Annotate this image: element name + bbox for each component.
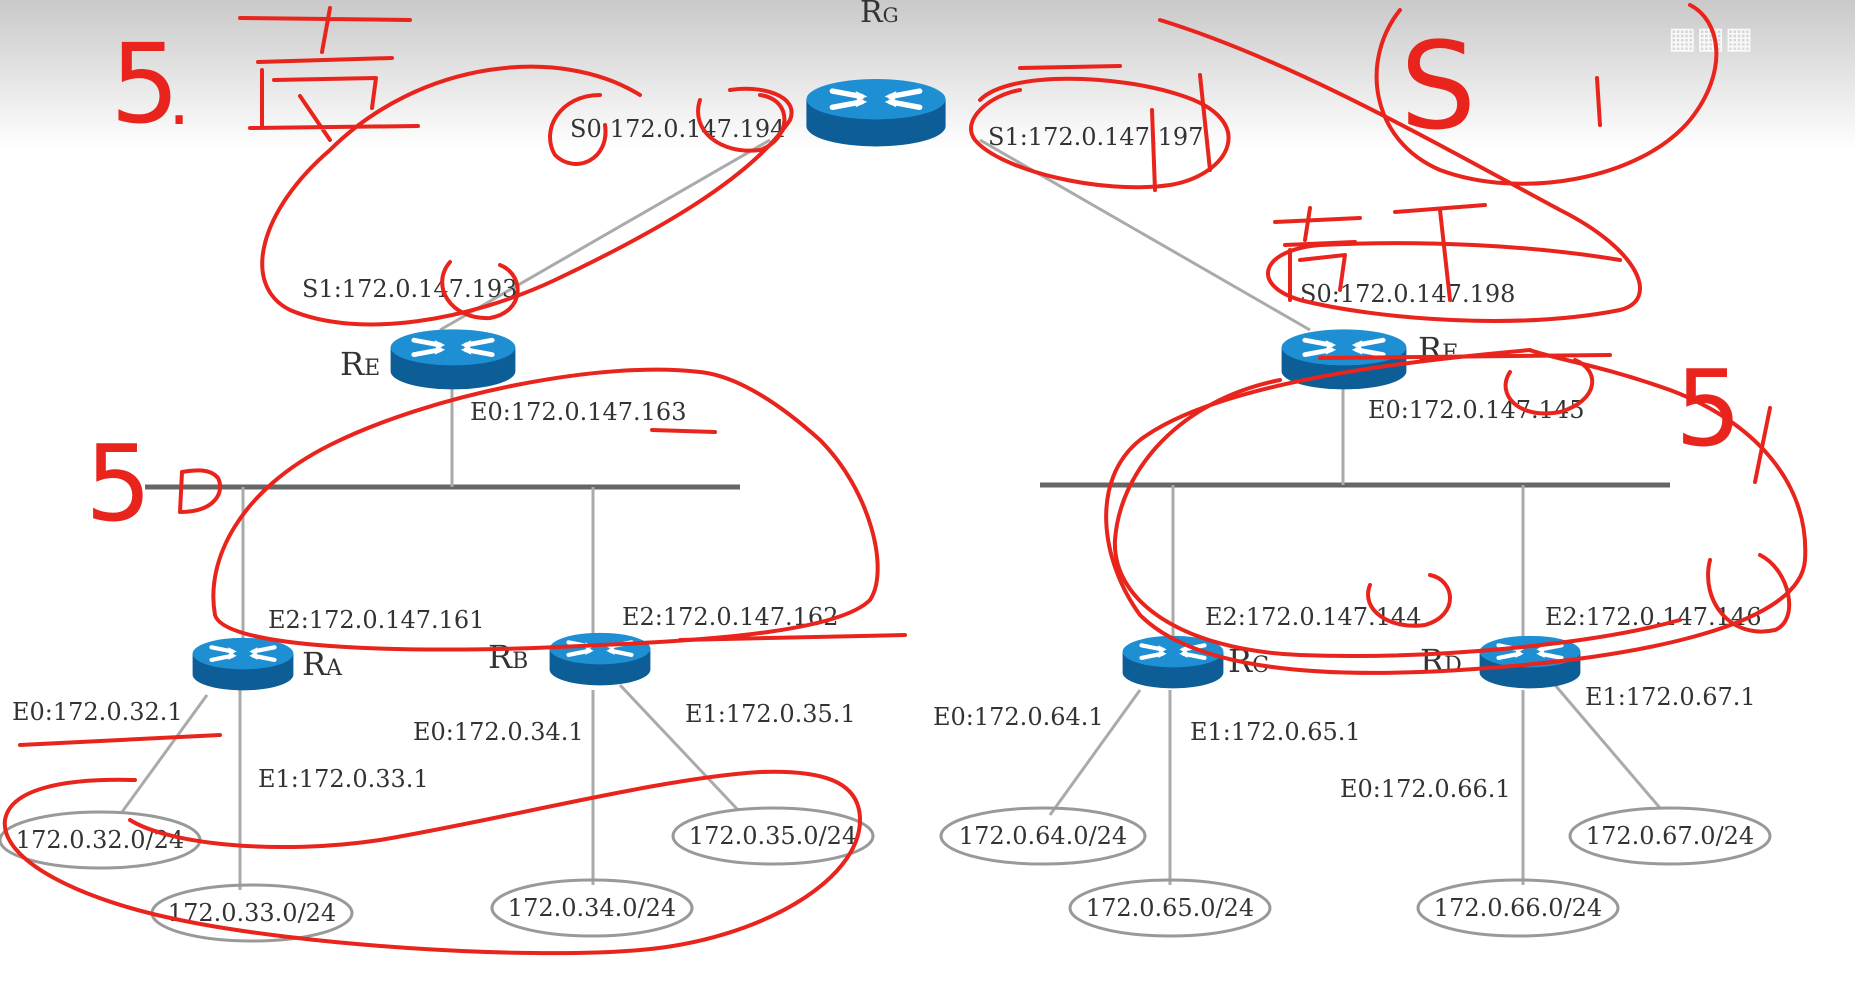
annotation-digit-5-top: 5 <box>110 20 180 148</box>
annotation-loop-bottom-left <box>2 769 862 956</box>
annotation-loop-rf-s0 <box>1158 18 1642 323</box>
router-rc[interactable] <box>1123 636 1224 689</box>
annotation-loop-right-wan <box>969 76 1231 190</box>
drop-lines <box>120 388 1662 890</box>
net-32: 172.0.32.0/24 <box>0 810 202 870</box>
net-34: 172.0.34.0/24 <box>490 878 694 938</box>
annotation-circle-s0 <box>548 93 608 166</box>
interface-labels: S0:172.0.147.194 S1:172.0.147.197 S1:172… <box>12 115 1761 803</box>
label-rg: RG <box>860 0 899 30</box>
annotation-line-lan-left <box>678 633 907 642</box>
annotation-underline-e0 <box>18 733 222 747</box>
lan-buses <box>145 482 1670 490</box>
link-rc-n64 <box>1048 689 1142 816</box>
annotation-char-right <box>1273 203 1487 302</box>
svg-text:172.0.64.0/24: 172.0.64.0/24 <box>959 822 1127 850</box>
link-rg-re <box>439 138 771 332</box>
annotation-digit-5-mid: 5 <box>85 423 152 545</box>
annotation-circle-193 <box>440 260 520 321</box>
svg-text:172.0.32.0/24: 172.0.32.0/24 <box>16 826 184 854</box>
net-66: 172.0.66.0/24 <box>1416 878 1620 938</box>
annotation-loop-right-lan <box>1104 348 1808 675</box>
if-rd-e1: E1:172.0.67.1 <box>1585 683 1756 711</box>
annotation-loop-left-lan <box>211 367 880 652</box>
if-rd-e0: E0:172.0.66.1 <box>1340 775 1511 803</box>
net-65: 172.0.65.0/24 <box>1068 878 1272 938</box>
net-35: 172.0.35.0/24 <box>671 806 875 866</box>
net-64: 172.0.64.0/24 <box>939 806 1147 866</box>
annotation-circle-194 <box>696 93 787 153</box>
if-rf-e0: E0:172.0.147.145 <box>1368 396 1584 424</box>
annotation-letter-d <box>178 468 223 514</box>
if-rg-s1: S1:172.0.147.197 <box>988 123 1203 151</box>
label-re: RE <box>340 345 380 383</box>
annotation-digit-1 <box>1595 76 1602 127</box>
if-re-s1: S1:172.0.147.193 <box>302 275 517 303</box>
label-rd: RD <box>1420 642 1462 680</box>
svg-text:172.0.34.0/24: 172.0.34.0/24 <box>508 894 676 922</box>
if-rc-e2: E2:172.0.147.144 <box>1205 603 1421 631</box>
link-rb-n35 <box>618 683 740 812</box>
wan-links <box>439 138 1311 332</box>
annotation-dot-top: . <box>168 59 190 141</box>
handwritten-annotations: 5 . S 5 5 <box>2 3 1808 956</box>
annotation-tick-right <box>1753 406 1772 484</box>
svg-text:172.0.66.0/24: 172.0.66.0/24 <box>1434 894 1602 922</box>
if-rf-s0: S0:172.0.147.198 <box>1300 280 1515 308</box>
router-ra[interactable] <box>193 638 294 691</box>
annotation-char-left <box>238 6 420 142</box>
router-re[interactable] <box>391 329 516 389</box>
if-ra-e1: E1:172.0.33.1 <box>258 765 429 793</box>
subnets: 172.0.32.0/24 172.0.33.0/24 172.0.34.0/2… <box>0 806 1772 943</box>
if-rb-e0: E0:172.0.34.1 <box>413 718 584 746</box>
annotation-loop-right-lan-2 <box>1112 378 1682 658</box>
annotation-circle-146 <box>1706 553 1792 634</box>
annotation-line-rf <box>1318 353 1612 360</box>
if-rc-e1: E1:172.0.65.1 <box>1190 718 1361 746</box>
router-rg[interactable] <box>806 79 945 147</box>
if-rg-s0: S0:172.0.147.194 <box>570 115 785 143</box>
annotation-mark-top-right <box>1018 64 1212 192</box>
net-67: 172.0.67.0/24 <box>1568 806 1772 866</box>
svg-text:172.0.67.0/24: 172.0.67.0/24 <box>1586 822 1754 850</box>
if-ra-e2: E2:172.0.147.161 <box>268 606 484 634</box>
link-rd-n67 <box>1553 684 1662 809</box>
annotation-circle-145 <box>1503 358 1595 416</box>
if-rb-e1: E1:172.0.35.1 <box>685 700 856 728</box>
annotation-underline-163 <box>650 428 717 434</box>
label-rb: RB <box>488 638 528 676</box>
annotation-letter-s: S <box>1400 18 1476 157</box>
if-rc-e0: E0:172.0.64.1 <box>933 703 1104 731</box>
if-re-e0: E0:172.0.147.163 <box>470 398 686 426</box>
router-rb[interactable] <box>550 633 651 686</box>
label-ra: RA <box>302 645 343 683</box>
svg-text:172.0.35.0/24: 172.0.35.0/24 <box>689 822 857 850</box>
annotation-digit-5-right: 5 <box>1675 348 1742 470</box>
link-ra-n32 <box>120 694 209 813</box>
annotation-circle-144 <box>1366 573 1452 628</box>
svg-text:172.0.65.0/24: 172.0.65.0/24 <box>1086 894 1254 922</box>
annotation-big-circle-right <box>1374 3 1719 186</box>
if-ra-e0: E0:172.0.32.1 <box>12 698 183 726</box>
